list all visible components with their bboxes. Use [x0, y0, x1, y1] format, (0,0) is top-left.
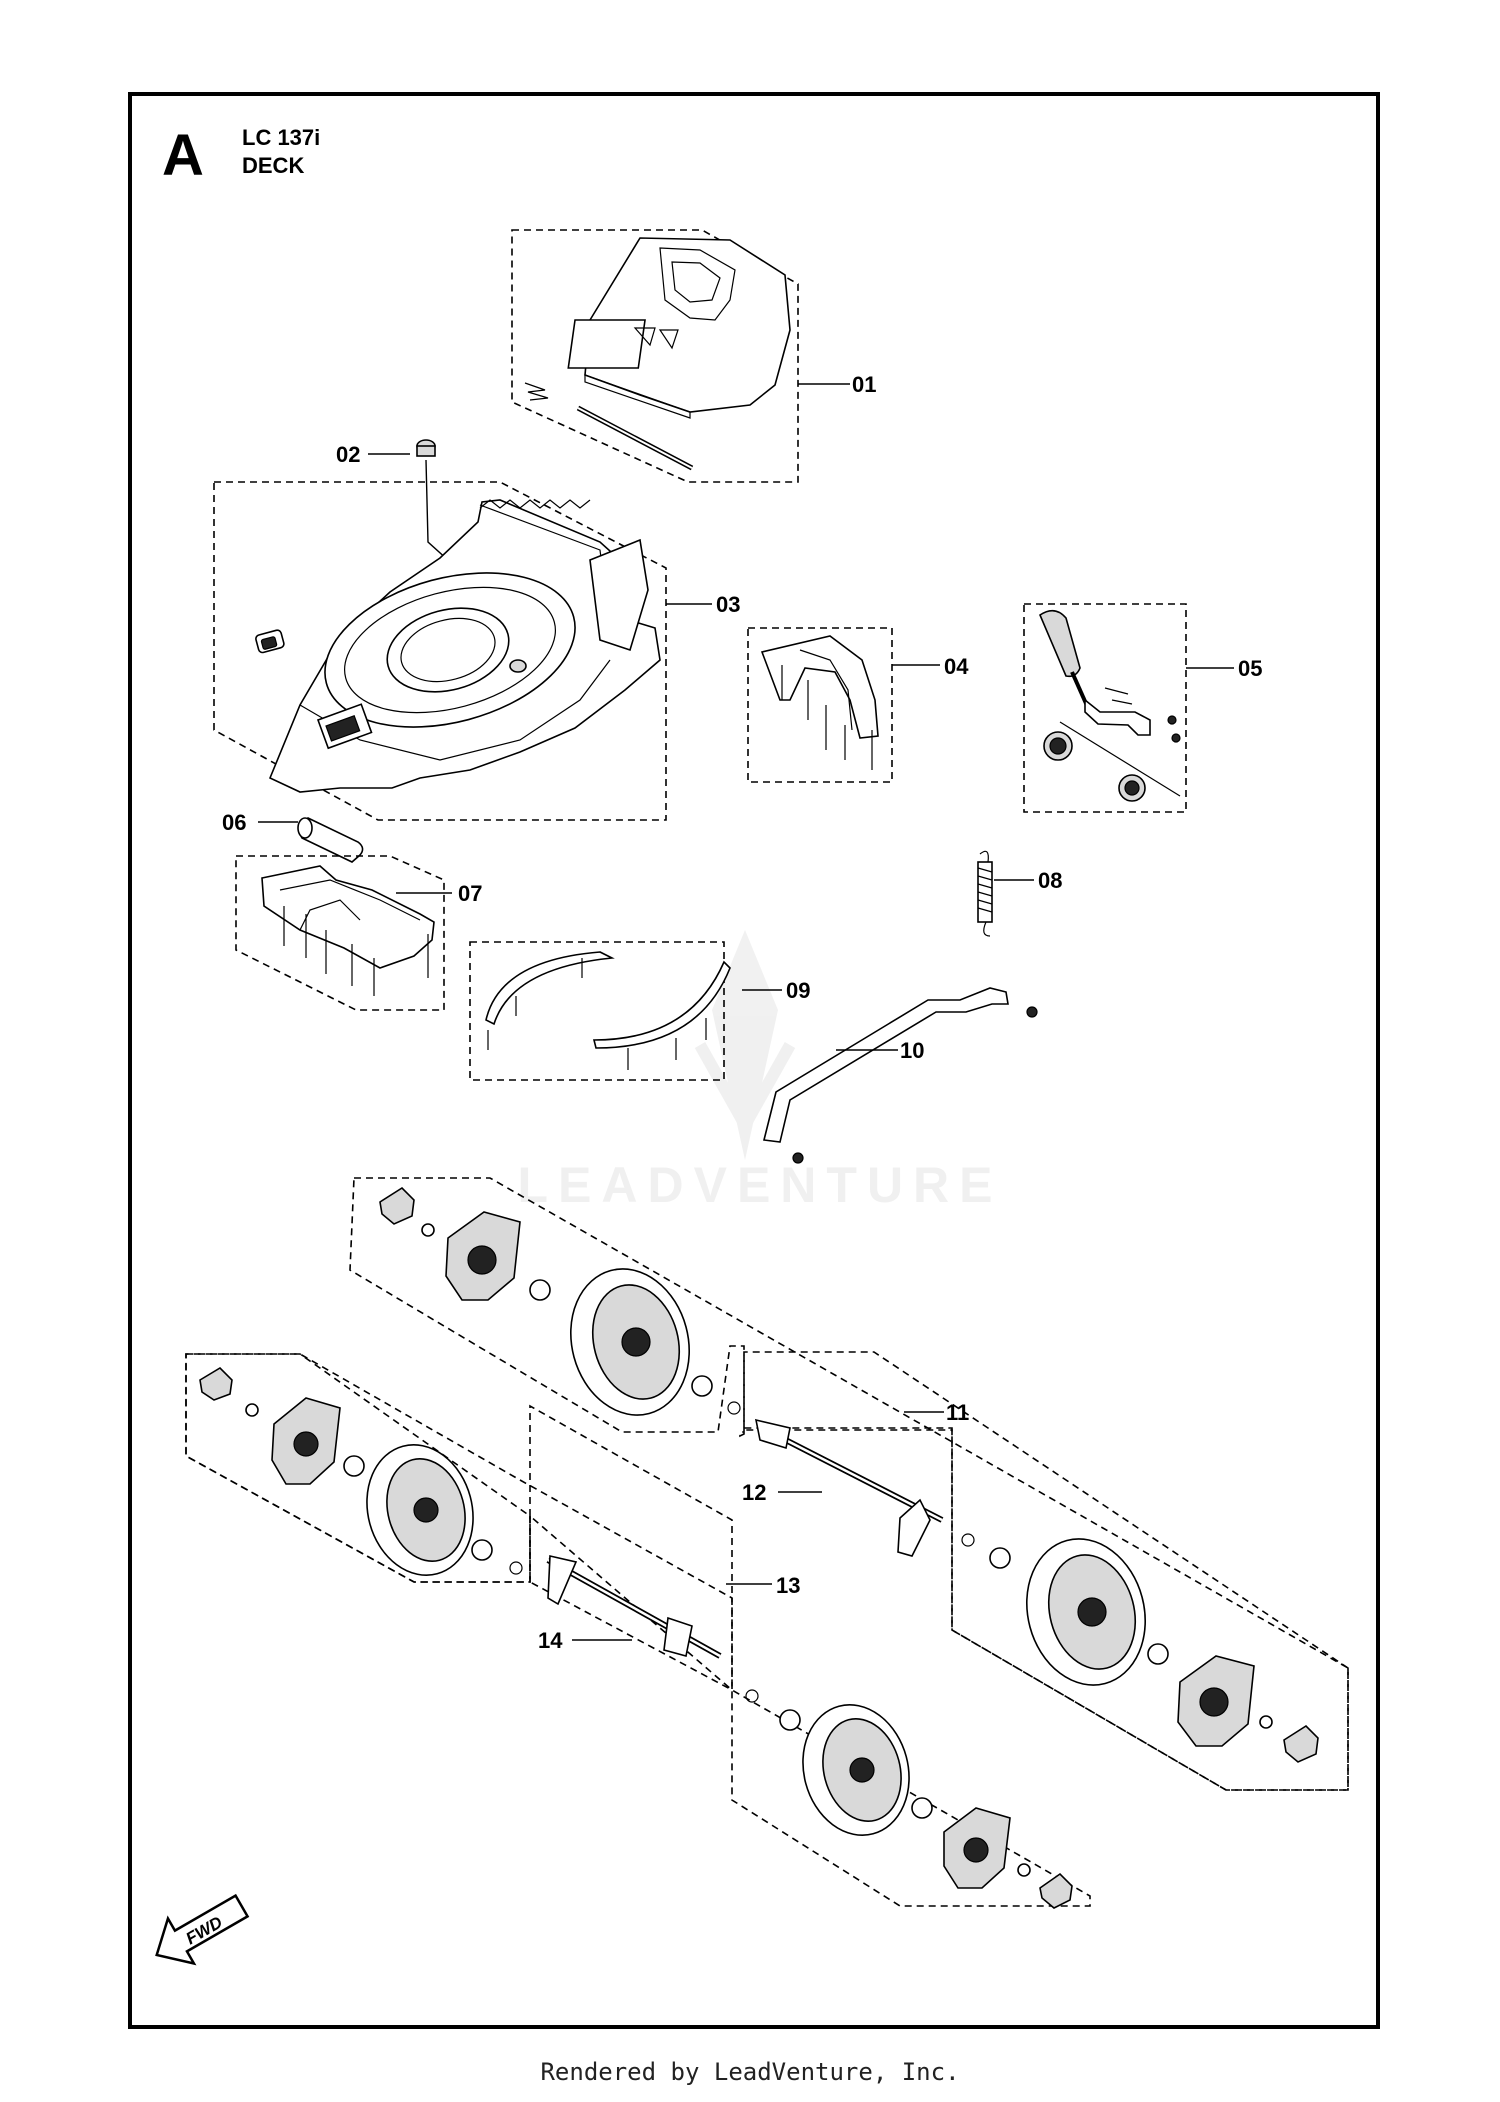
- part-05-height-lever[interactable]: [1023, 603, 1187, 813]
- section-letter: A: [162, 123, 204, 188]
- part-11-wheel-set[interactable]: [349, 1177, 1349, 1791]
- callout-06[interactable]: 06: [222, 810, 246, 835]
- callout-02[interactable]: 02: [336, 442, 360, 467]
- callout-03[interactable]: 03: [716, 592, 740, 617]
- part-07-bracket[interactable]: [235, 855, 445, 1011]
- part-02-plug[interactable]: [416, 439, 436, 457]
- callout-09[interactable]: 09: [786, 978, 810, 1003]
- callout-04[interactable]: 04: [944, 654, 969, 679]
- part-14-front-axle[interactable]: [546, 1555, 722, 1659]
- part-10-rod[interactable]: [763, 987, 1038, 1164]
- fwd-arrow-icon: FWD: [155, 1893, 250, 1966]
- diagram-border: [128, 92, 1380, 2029]
- callout-05[interactable]: 05: [1238, 656, 1262, 681]
- part-06-pipe[interactable]: [297, 817, 364, 863]
- callout-08[interactable]: 08: [1038, 868, 1062, 893]
- part-03-deck[interactable]: [213, 481, 667, 821]
- callout-10[interactable]: 10: [900, 1038, 924, 1063]
- watermark-text: LEADVENTURE: [517, 1157, 1002, 1213]
- footer-credit: Rendered by LeadVenture, Inc.: [540, 2058, 960, 2086]
- part-04-rear-guard[interactable]: [747, 627, 893, 783]
- model-name: LC 137i: [242, 125, 320, 150]
- part-09-strips[interactable]: [469, 941, 731, 1081]
- part-12-rear-axle[interactable]: [754, 1418, 944, 1557]
- callout-14[interactable]: 14: [538, 1628, 563, 1653]
- callout-13[interactable]: 13: [776, 1573, 800, 1598]
- section-name: DECK: [242, 153, 304, 178]
- part-13-wheel-set[interactable]: [185, 1353, 1091, 1909]
- part-11-wheel-right[interactable]: [961, 1526, 1319, 1763]
- part-08-spring[interactable]: [977, 850, 993, 937]
- part-01-cover[interactable]: [511, 229, 799, 483]
- callout-01[interactable]: 01: [852, 372, 876, 397]
- callout-07[interactable]: 07: [458, 881, 482, 906]
- callout-12[interactable]: 12: [742, 1480, 766, 1505]
- callout-11[interactable]: 11: [946, 1400, 969, 1425]
- watermark: LEADVENTURE: [517, 930, 1002, 1213]
